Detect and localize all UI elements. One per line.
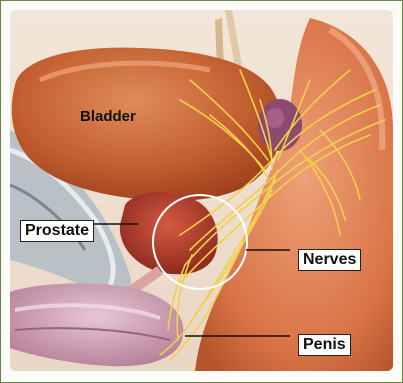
bladder-label: Bladder xyxy=(80,109,136,124)
nerves-label: Nerves xyxy=(298,249,361,271)
anatomy-svg xyxy=(10,10,393,371)
prostate-label: Prostate xyxy=(20,220,94,242)
anatomy-illustration: Bladder Prostate Nerves Penis xyxy=(10,10,393,371)
vesicle-highlight xyxy=(266,108,284,128)
penis-label: Penis xyxy=(298,334,351,356)
